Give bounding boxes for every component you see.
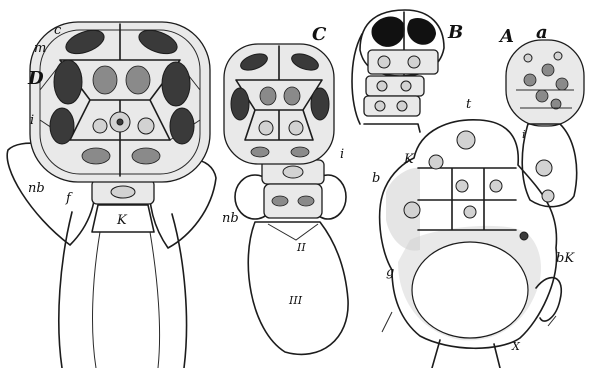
panel-d-embryo: c m D i nb f K [7, 22, 216, 368]
label-m: m [34, 41, 46, 56]
label-ii: II [296, 241, 306, 254]
label-f: f [65, 191, 73, 206]
suspensor-wall-left [59, 212, 72, 368]
label-nb-c: nb [222, 211, 239, 226]
label-nb-d: nb [28, 181, 45, 196]
inner-vacuole [412, 242, 528, 338]
panel-b-embryo: B [352, 10, 463, 132]
panel-c-embryo: C i nb II III [222, 24, 348, 354]
label-k-a: K [403, 152, 415, 167]
panel-label-c: C [312, 24, 327, 45]
label-g: g [386, 265, 394, 280]
label-i-d: i [30, 113, 34, 128]
label-i-a: i [522, 128, 526, 141]
label-t: t [466, 97, 472, 112]
label-x: X [511, 340, 521, 353]
panel-label-d: D [27, 68, 44, 89]
label-c: c [54, 23, 62, 38]
label-iii: III [288, 294, 303, 307]
embryo-a [506, 40, 584, 126]
label-bk: bK [556, 251, 575, 266]
label-b: b [372, 171, 380, 186]
panel-label-a: A [498, 26, 514, 47]
label-a-small: a [536, 22, 548, 43]
panel-label-b: B [447, 22, 463, 43]
label-k-d: K [116, 213, 128, 228]
label-i-c: i [340, 147, 344, 162]
